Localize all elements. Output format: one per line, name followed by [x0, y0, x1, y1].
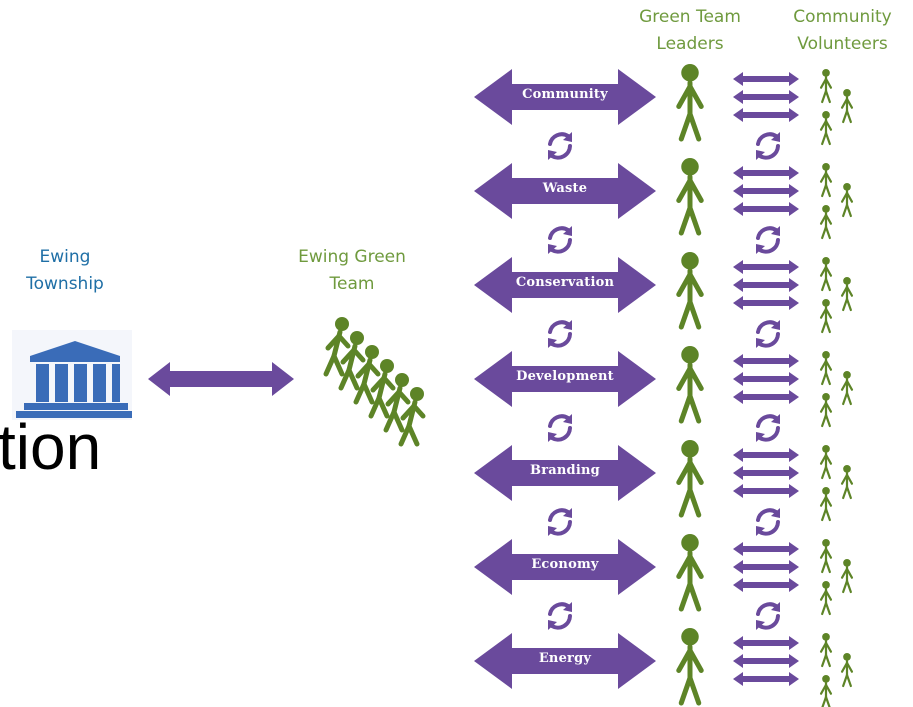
category-label: Branding: [530, 463, 600, 478]
category-arrow: [474, 257, 656, 313]
leader-figure-icon: [676, 64, 704, 142]
leader-figure-icon: [676, 534, 704, 612]
cycle-icon: [756, 602, 780, 630]
partial-text-fragment: tion: [0, 411, 102, 483]
category-row: [474, 158, 854, 240]
leader-figure-icon: [676, 440, 704, 518]
category-arrow: [474, 445, 656, 501]
leader-volunteer-arrows: [733, 542, 799, 592]
category-arrow: [474, 163, 656, 219]
volunteer-figure-icon: [840, 277, 854, 312]
team-member-icon: [353, 345, 381, 405]
leader-figure-icon: [676, 628, 704, 706]
cycle-icon: [548, 132, 572, 160]
volunteer-figure-icon: [840, 183, 854, 218]
green-team-leaders-header-line1: Green Team: [639, 7, 741, 27]
leader-volunteer-arrows: [733, 166, 799, 216]
volunteer-figure-icon: [840, 653, 854, 688]
volunteer-figure-icon: [819, 351, 833, 386]
volunteer-figure-icon: [819, 393, 833, 428]
cycle-icon: [548, 320, 572, 348]
category-row: [474, 440, 854, 522]
volunteer-figure-icon: [819, 633, 833, 668]
team-member-icon: [383, 373, 411, 433]
volunteer-figure-icon: [819, 111, 833, 146]
team-member-icon: [398, 387, 426, 447]
volunteer-figure-icon: [840, 465, 854, 500]
community-volunteers-header-line1: Community: [793, 7, 892, 27]
volunteer-figure-icon: [819, 69, 833, 104]
volunteer-figure-icon: [840, 559, 854, 594]
cycle-icon: [756, 414, 780, 442]
community-volunteers-header-line2: Volunteers: [797, 34, 888, 54]
volunteer-figure-icon: [819, 299, 833, 334]
category-row: [474, 252, 854, 334]
volunteer-figure-icon: [819, 445, 833, 480]
volunteer-figure-icon: [819, 257, 833, 292]
category-row: [474, 534, 854, 616]
category-arrow: [474, 69, 656, 125]
volunteer-figure-icon: [819, 163, 833, 198]
category-row: [474, 346, 854, 428]
ewing-township-label-line2: Township: [26, 274, 104, 294]
category-label: Energy: [538, 651, 592, 666]
leader-volunteer-arrows: [733, 72, 799, 122]
category-arrow: [474, 633, 656, 689]
cycle-icon: [548, 602, 572, 630]
township-team-arrow: [148, 362, 294, 396]
government-building-icon: [12, 330, 132, 420]
leader-figure-icon: [676, 346, 704, 424]
category-row: [474, 628, 854, 707]
cycle-icon: [548, 414, 572, 442]
team-member-icon: [338, 331, 366, 391]
cycle-icon: [548, 508, 572, 536]
cycle-icon: [548, 226, 572, 254]
volunteer-figure-icon: [840, 371, 854, 406]
leader-figure-icon: [676, 158, 704, 236]
ewing-green-team-label: Ewing Green Team: [277, 244, 427, 298]
leader-volunteer-arrows: [733, 636, 799, 686]
walking-group-icon: [323, 317, 426, 447]
ewing-green-team-label-line2: Team: [329, 274, 375, 294]
leader-volunteer-arrows: [733, 354, 799, 404]
leader-figure-icon: [676, 252, 704, 330]
volunteer-figure-icon: [819, 581, 833, 616]
category-row: [474, 64, 854, 146]
category-label: Waste: [542, 181, 588, 196]
leader-volunteer-arrows: [733, 260, 799, 310]
ewing-township-label: Ewing Township: [10, 244, 120, 298]
volunteer-figure-icon: [819, 675, 833, 707]
volunteer-figure-icon: [819, 539, 833, 574]
green-team-leaders-header-line2: Leaders: [656, 34, 724, 54]
team-member-icon: [323, 317, 351, 377]
category-label: Community: [522, 87, 608, 102]
category-label: Economy: [531, 557, 599, 572]
cycle-icon: [756, 132, 780, 160]
category-label: Conservation: [515, 275, 615, 290]
volunteer-figure-icon: [840, 89, 854, 124]
community-volunteers-header: Community Volunteers: [770, 4, 913, 58]
category-arrow: [474, 539, 656, 595]
team-member-icon: [368, 359, 396, 419]
volunteer-figure-icon: [819, 205, 833, 240]
cycle-icon: [756, 320, 780, 348]
category-arrow: [474, 351, 656, 407]
leader-volunteer-arrows: [733, 448, 799, 498]
cycle-icon: [756, 508, 780, 536]
volunteer-figure-icon: [819, 487, 833, 522]
ewing-green-team-label-line1: Ewing Green: [298, 247, 406, 267]
category-label: Development: [516, 369, 614, 384]
cycle-icon: [756, 226, 780, 254]
green-team-leaders-header: Green Team Leaders: [615, 4, 765, 58]
ewing-township-label-line1: Ewing: [39, 247, 91, 267]
